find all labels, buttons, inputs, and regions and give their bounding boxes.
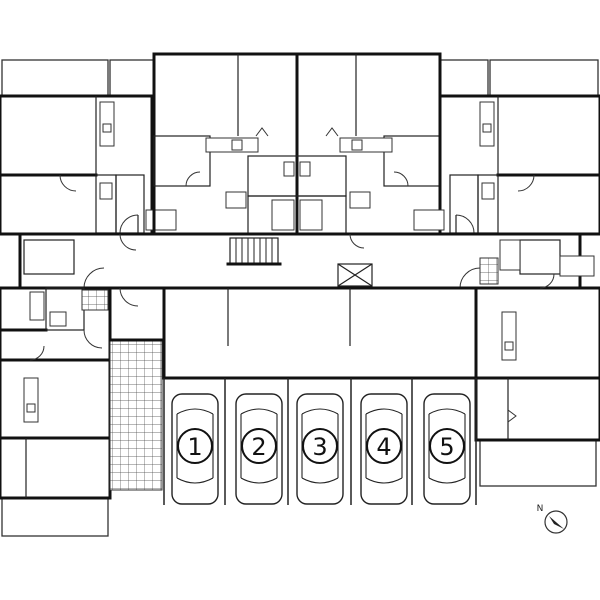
stall-number: 4 bbox=[376, 433, 391, 461]
bathtub bbox=[559, 255, 595, 277]
stall-number-badge bbox=[241, 428, 277, 464]
stall-number: 1 bbox=[187, 433, 202, 461]
stall-number: 2 bbox=[251, 433, 266, 461]
bathtub bbox=[29, 291, 45, 321]
stall-number-badge bbox=[366, 428, 402, 464]
elevator bbox=[337, 263, 373, 287]
bathtub bbox=[299, 199, 323, 231]
toilet bbox=[49, 311, 67, 327]
unit-top-center bbox=[152, 52, 442, 236]
north-arrow: N bbox=[537, 504, 568, 534]
washroom bbox=[499, 239, 521, 271]
entrance-path bbox=[109, 339, 163, 491]
balconies bbox=[1, 59, 599, 537]
stall-number: 3 bbox=[312, 433, 327, 461]
stairs bbox=[226, 237, 282, 266]
corridor bbox=[18, 232, 595, 290]
kitchen-counter bbox=[339, 137, 393, 153]
parked-car-1: 1 bbox=[171, 393, 219, 505]
kitchen-counter bbox=[23, 377, 39, 423]
parked-car-4: 4 bbox=[360, 393, 408, 505]
kitchen-counter bbox=[501, 311, 517, 361]
bathtub bbox=[413, 209, 445, 231]
bathtub bbox=[271, 199, 295, 231]
north-label: N bbox=[537, 504, 544, 514]
stall-number-badge bbox=[429, 428, 465, 464]
stall-number: 5 bbox=[439, 433, 454, 461]
stall-number-badge bbox=[302, 428, 338, 464]
parking-area: 1 2 3 4 5 bbox=[163, 378, 477, 505]
toilet bbox=[481, 182, 495, 200]
unit-top-left bbox=[0, 94, 177, 236]
stall-number-badge bbox=[177, 428, 213, 464]
unit-left-lower bbox=[0, 286, 112, 500]
bathtub bbox=[145, 209, 177, 231]
parked-car-5: 5 bbox=[423, 393, 471, 505]
parked-car-2: 2 bbox=[235, 393, 283, 505]
unit-top-right bbox=[413, 94, 600, 236]
central-hall bbox=[108, 286, 478, 380]
parked-car-3: 3 bbox=[296, 393, 344, 505]
toilet bbox=[99, 182, 113, 200]
unit-right-lower bbox=[474, 239, 600, 442]
